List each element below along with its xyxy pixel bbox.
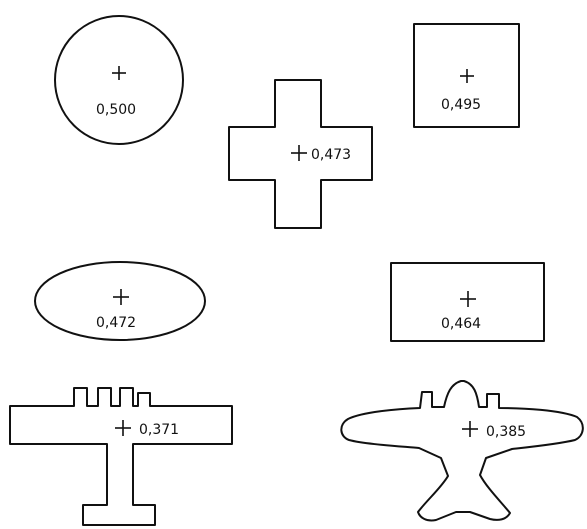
cross-centroid-mark	[291, 145, 307, 161]
circle-figure: 0,500	[54, 15, 184, 145]
cross-outline	[228, 79, 373, 229]
square-figure: 0,495	[413, 23, 520, 128]
aircraft-straight-wing-centroid-mark	[115, 420, 131, 436]
circle-centroid-mark	[112, 66, 126, 80]
rectangle-outline	[390, 262, 545, 342]
square-outline	[413, 23, 520, 128]
aircraft-tapered-wing-centroid-mark	[462, 421, 478, 437]
rectangle-value: 0,464	[441, 316, 481, 332]
aircraft-tapered-wing-value: 0,385	[486, 424, 526, 440]
aircraft-straight-wing-figure: 0,371	[9, 387, 233, 526]
cross-figure: 0,473	[228, 79, 373, 229]
rectangle-centroid-mark	[460, 291, 476, 307]
ellipse-outline	[34, 261, 206, 341]
cross-value: 0,473	[311, 147, 351, 163]
ellipse-figure: 0,472	[34, 261, 206, 341]
aircraft-straight-wing-outline	[9, 387, 233, 526]
rectangle-figure: 0,464	[390, 262, 545, 342]
ellipse-value: 0,472	[96, 315, 136, 331]
aircraft-tapered-wing-outline	[340, 380, 584, 522]
circle-value: 0,500	[96, 102, 136, 118]
aircraft-straight-wing-value: 0,371	[139, 422, 179, 438]
circle-outline	[54, 15, 184, 145]
square-value: 0,495	[441, 97, 481, 113]
ellipse-centroid-mark	[113, 289, 129, 305]
aircraft-tapered-wing-figure: 0,385	[340, 380, 584, 522]
square-centroid-mark	[460, 69, 474, 83]
